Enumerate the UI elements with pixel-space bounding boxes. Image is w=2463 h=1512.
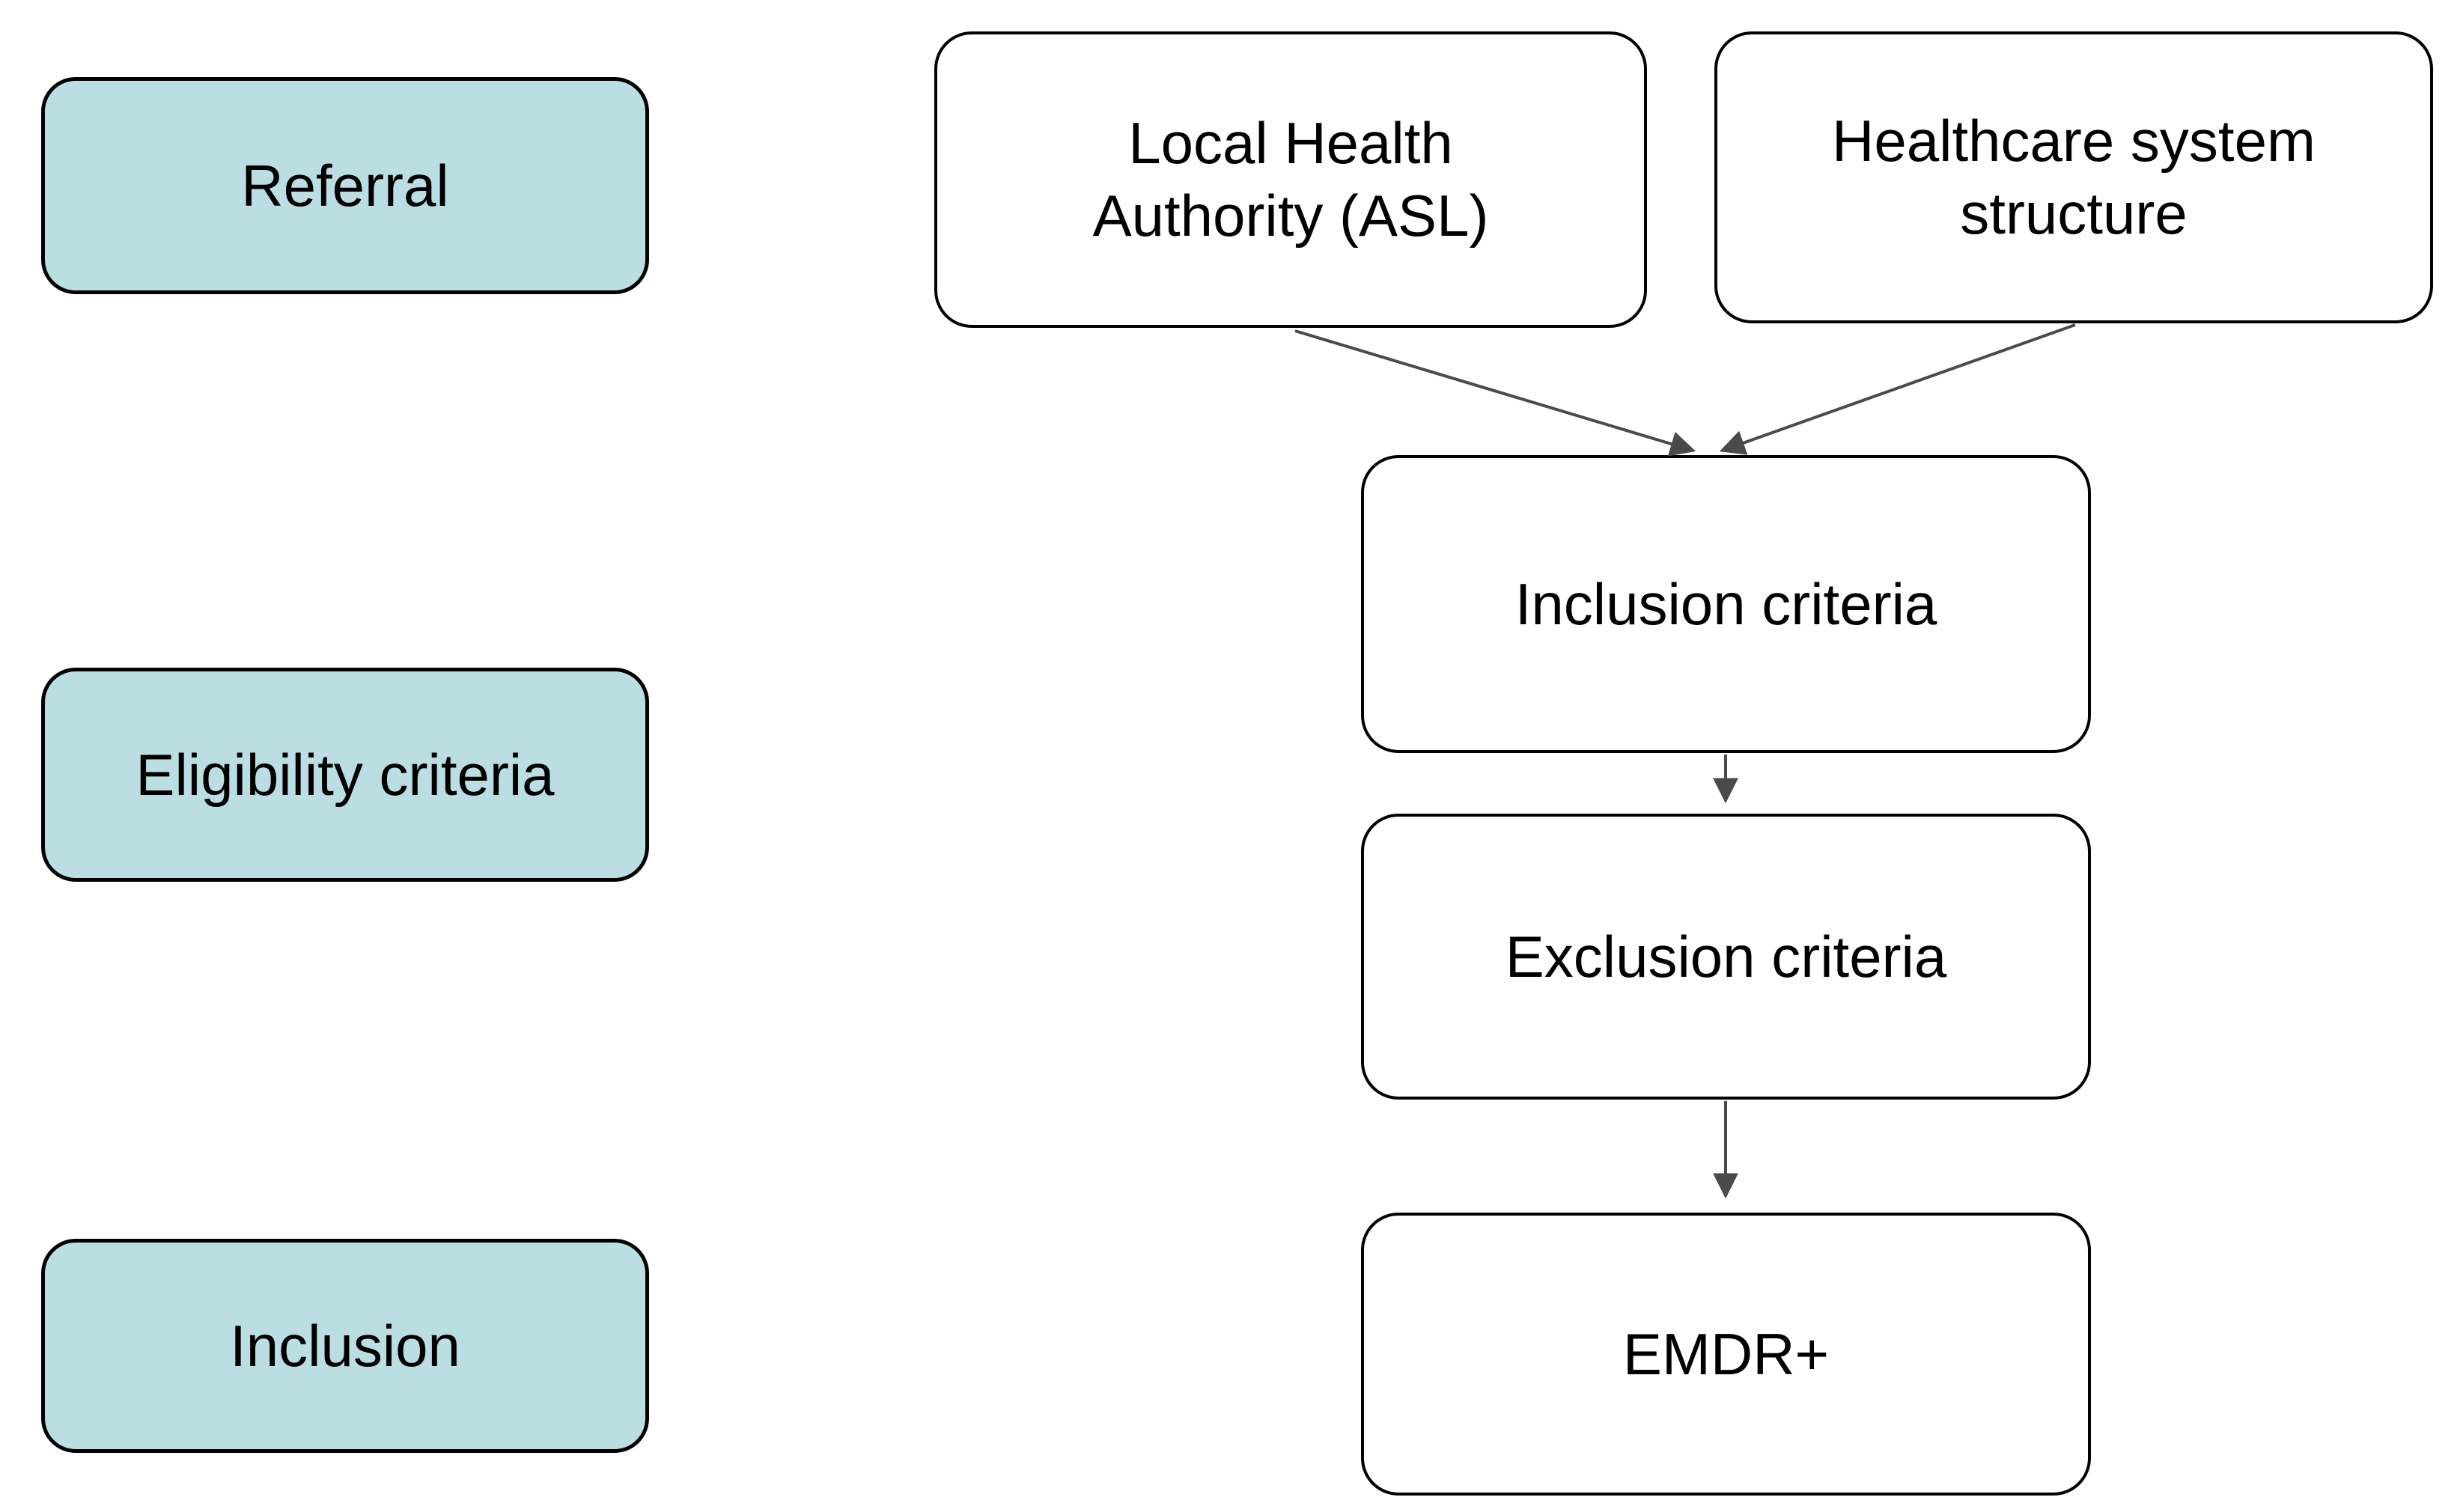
node-inclusion-criteria: Inclusion criteria [1361,455,2091,753]
node-healthcare-system-structure: Healthcare system structure [1714,31,2433,323]
node-label-line: Local Health [1128,110,1453,177]
node-label: Inclusion criteria [1514,570,1937,637]
node-local-health-authority: Local Health Authority (ASL) [934,31,1647,328]
stage-box-inclusion: Inclusion [41,1239,649,1453]
arrow-healthcare-to-inclusion-criteria [1719,323,2076,455]
node-label-line: Authority (ASL) [1092,183,1489,249]
stage-box-referral: Referral [41,77,649,294]
node-label: Exclusion criteria [1505,923,1947,990]
node-label-line: Healthcare system [1832,108,2316,174]
stage-box-eligibility-criteria: Eligibility criteria [41,668,649,882]
node-label: EMDR+ [1622,1320,1830,1387]
node-emdr-plus: EMDR+ [1361,1213,2091,1496]
node-exclusion-criteria: Exclusion criteria [1361,814,2091,1100]
stage-label-referral: Referral [241,152,449,219]
arrow-lha-to-inclusion-criteria [1294,329,1696,457]
stage-label-inclusion: Inclusion [230,1312,460,1379]
node-label-line: structure [1960,180,2188,246]
stage-label-eligibility-criteria: Eligibility criteria [136,741,555,808]
